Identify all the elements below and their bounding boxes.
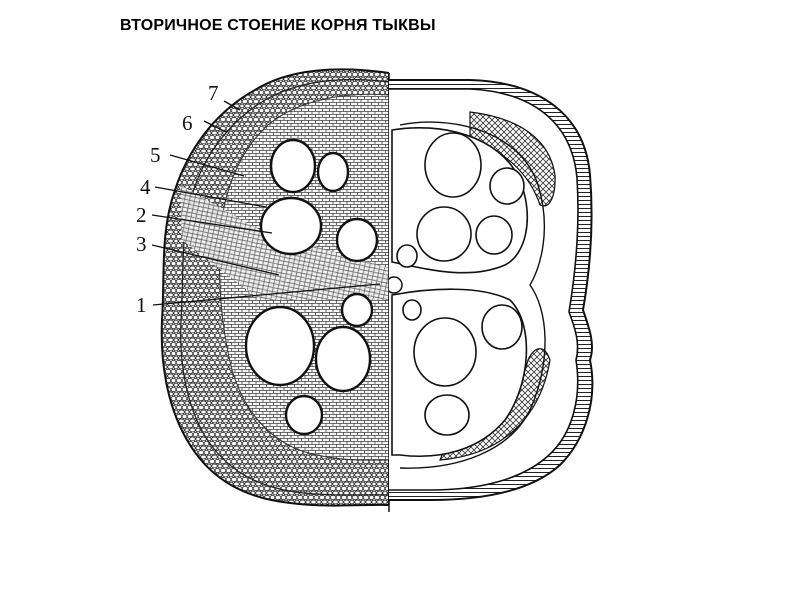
- slide-title: ВТОРИЧНОЕ СТОЕНИЕ КОРНЯ ТЫКВЫ: [120, 17, 436, 34]
- callout-leaders: [151, 100, 381, 306]
- label-5: 5: [150, 143, 161, 167]
- label-6: 6: [182, 111, 193, 135]
- center-cell-right: [389, 276, 403, 294]
- right-half-schematic-view: [389, 79, 594, 501]
- cambium-ring: [399, 121, 546, 469]
- xylem-vessels-left: [244, 138, 379, 436]
- label-3: 3: [136, 232, 147, 256]
- label-7: 7: [208, 81, 219, 105]
- xylem-vessels-right: [396, 132, 525, 436]
- left-half-cellular-view: [160, 68, 389, 507]
- cortex-border: [180, 78, 389, 496]
- label-2: 2: [136, 203, 147, 227]
- label-1: 1: [136, 293, 147, 317]
- callout-numbers: 7 6 5 4 2 3 1: [136, 81, 219, 317]
- label-4: 4: [140, 175, 151, 199]
